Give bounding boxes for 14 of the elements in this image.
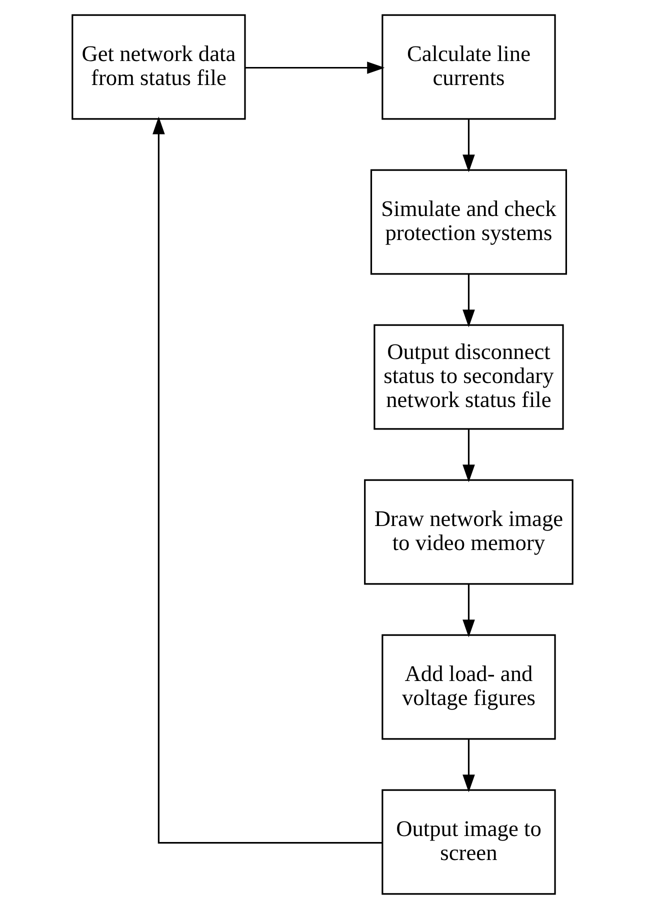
- arrow: [462, 584, 475, 638]
- arrow: [462, 429, 475, 482]
- node-box: Simulate and check protection systems: [370, 169, 568, 275]
- node-box: Calculate line currents: [382, 14, 556, 120]
- node-box: Get network data from status file: [72, 14, 246, 120]
- arrow: [245, 62, 385, 74]
- node-box: Output image to screen: [382, 789, 556, 895]
- arrow: [152, 116, 382, 844]
- node-box: Draw network image to video memory: [364, 479, 574, 585]
- node-box: Output disconnect status to secondary network status file: [374, 324, 564, 430]
- arrow: [462, 739, 475, 792]
- arrow: [462, 119, 475, 172]
- node-box: Add load- and voltage figures: [382, 634, 556, 740]
- arrow: [462, 274, 475, 328]
